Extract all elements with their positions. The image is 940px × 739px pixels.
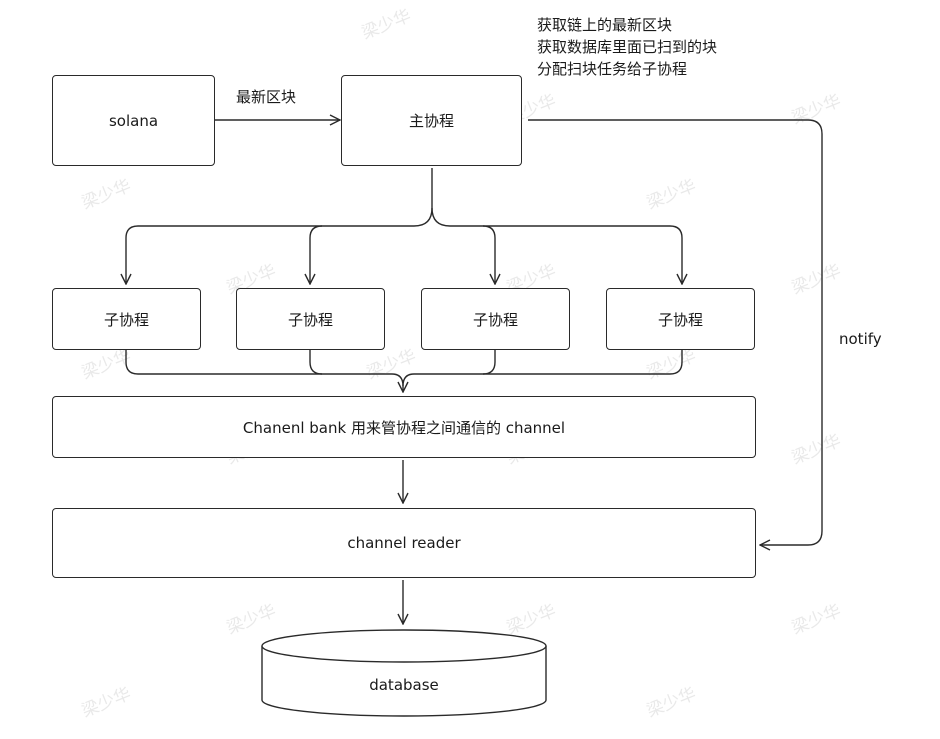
node-channel-bank: Chanenl bank 用来管协程之间通信的 channel	[52, 396, 756, 458]
node-solana: solana	[52, 75, 215, 166]
edge-label-notify: notify	[839, 330, 882, 348]
database-cylinder	[261, 629, 547, 717]
fanout-brace	[126, 168, 433, 284]
arrow-notify	[528, 119, 823, 545]
note-line: 分配扫块任务给子协程	[537, 60, 688, 78]
node-worker-coroutine: 子协程	[236, 288, 385, 350]
node-database-label: database	[369, 676, 439, 694]
node-channel-reader: channel reader	[52, 508, 756, 578]
fanin-brace	[125, 350, 403, 392]
note-line: 获取链上的最新区块	[537, 16, 673, 34]
node-worker-coroutine: 子协程	[606, 288, 755, 350]
node-worker-coroutine: 子协程	[52, 288, 201, 350]
note-line: 获取数据库里面已扫到的块	[537, 38, 718, 56]
edge-label-latest-block: 最新区块	[236, 88, 297, 106]
node-main-coroutine: 主协程	[341, 75, 522, 166]
main-coroutine-notes: 获取链上的最新区块 获取数据库里面已扫到的块 分配扫块任务给子协程	[537, 14, 717, 80]
node-worker-coroutine: 子协程	[421, 288, 570, 350]
